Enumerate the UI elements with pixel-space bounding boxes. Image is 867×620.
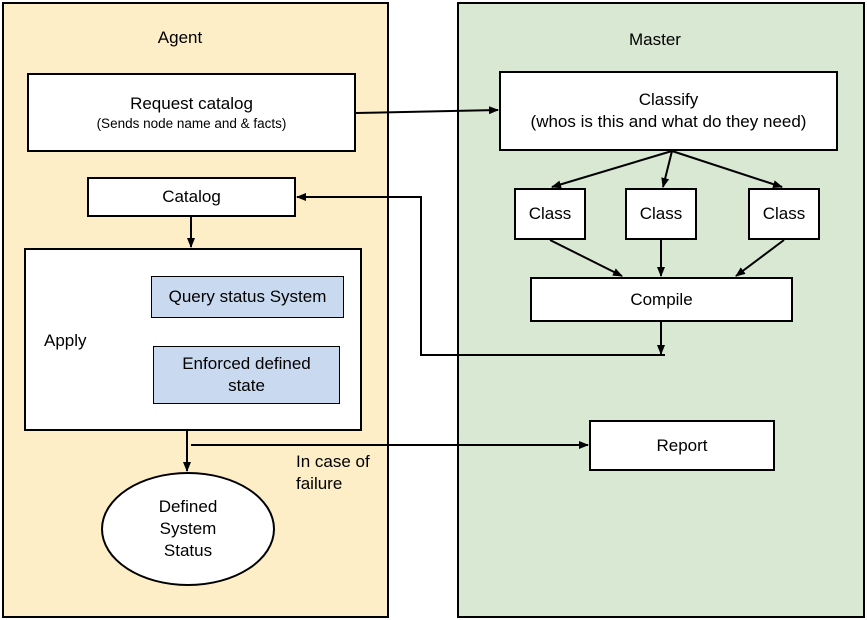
class-box-1: Class (514, 188, 586, 240)
defined-line1: Defined (158, 497, 218, 516)
defined-line2: System (159, 519, 217, 538)
catalog-box: Catalog (87, 177, 296, 217)
class-box-3: Class (748, 188, 820, 240)
classify-box: Classify (whos is this and what do they … (499, 71, 838, 151)
enforced-state-line1: Enforced defined (182, 354, 311, 373)
defined-line3: Status (163, 541, 213, 560)
class-box-2: Class (625, 188, 697, 240)
arrow-classify-to-class-2 (661, 150, 673, 188)
apply-label: Apply (44, 331, 87, 350)
arrow-class-1-to-compile (549, 239, 623, 277)
enforced-state-line2: state (228, 376, 265, 395)
arrow-classify-to-class-3 (671, 150, 783, 189)
arrow-class-3-to-compile (735, 239, 785, 277)
request-catalog-subtitle: (Sends node name and & facts) (96, 115, 287, 131)
failure-line1: In case of (296, 452, 370, 471)
enforced-state-box: Enforced defined state (153, 346, 340, 404)
compile-box: Compile (530, 277, 793, 322)
failure-label: In case of failure (296, 451, 386, 495)
master-title: Master (629, 30, 681, 49)
failure-line2: failure (296, 474, 343, 493)
query-status-box: Query status System (151, 276, 344, 318)
request-catalog-box: Request catalog (Sends node name and & f… (27, 73, 356, 152)
agent-title: Agent (157, 28, 203, 47)
arrow-return-to-catalog (296, 193, 665, 356)
classify-title: Classify (638, 90, 699, 109)
arrow-classify-to-class-1 (551, 150, 673, 189)
request-catalog-title: Request catalog (130, 93, 253, 113)
report-box: Report (589, 420, 775, 471)
arrow-request-to-classify (355, 106, 499, 115)
classify-subtitle: (whos is this and what do they need) (530, 112, 807, 131)
defined-system-status-ellipse: Defined System Status (101, 472, 275, 586)
